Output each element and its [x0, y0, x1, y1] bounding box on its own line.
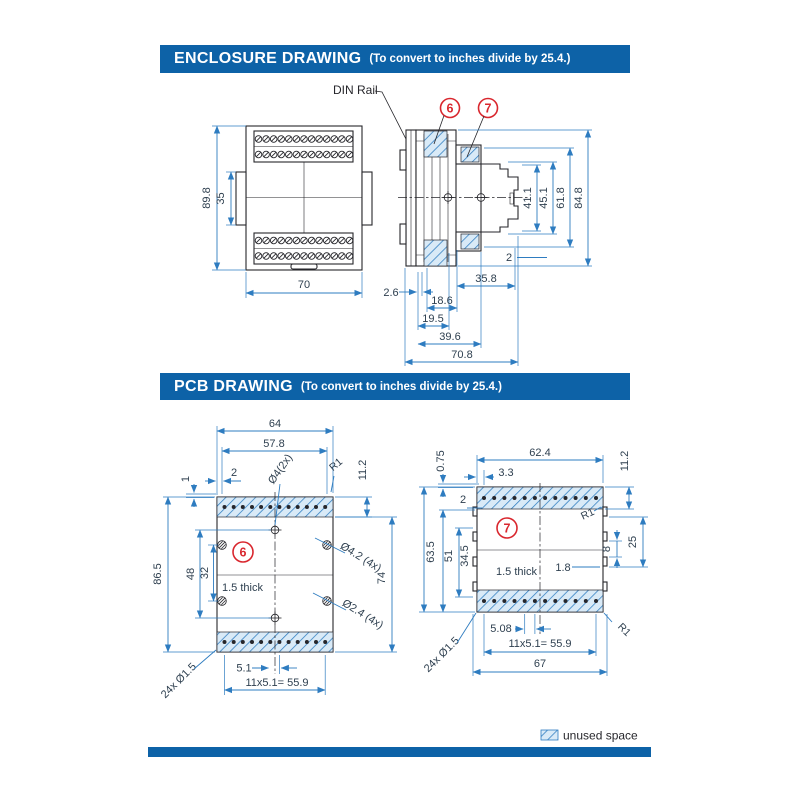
mounting-hole: [322, 596, 332, 606]
dim-b6-1: 1: [180, 476, 192, 482]
dim-side-61-8: 61.8: [555, 187, 567, 208]
dim-b7-62-4: 62.4: [529, 447, 550, 459]
din-rail-leader: [374, 90, 409, 144]
dim-b6-48: 48: [185, 568, 197, 580]
dim-side-35-8: 35.8: [475, 273, 496, 285]
dim-side-70-8: 70.8: [451, 349, 472, 361]
enclosure-title-bar: ENCLOSURE DRAWING (To convert to inches …: [160, 45, 630, 73]
dim-side-39-6: 39.6: [439, 331, 460, 343]
callout-7: 7: [485, 102, 492, 116]
board-7-callout-circle: [496, 517, 518, 539]
enclosure-title: ENCLOSURE DRAWING: [174, 50, 362, 67]
dim-b6-57-8: 57.8: [263, 438, 284, 450]
board-6-callout-circle: [232, 541, 254, 563]
dim-b6-hole24: Ø2.4 (4x): [340, 597, 385, 631]
dim-b6-r1: R1: [327, 456, 345, 474]
dim-din-slot: 35: [215, 192, 227, 204]
dim-side-18-6: 18.6: [431, 295, 452, 307]
dim-b7-2: 2: [460, 494, 466, 506]
dim-b6-hole42: Ø4.2 (4x): [338, 540, 383, 574]
dim-side-41-1: 41.1: [522, 187, 534, 208]
pcb6-section-hatch-bottom: [423, 239, 448, 267]
callout-7-circle: [477, 97, 499, 119]
pcb-title: PCB DRAWING: [174, 377, 293, 395]
legend-label: unused space: [563, 729, 638, 743]
din-flange-left: [235, 171, 247, 226]
pcb-subtitle: (To convert to inches divide by 25.4.): [300, 380, 502, 393]
dim-b7-67: 67: [534, 658, 546, 670]
footer-bar: [148, 747, 651, 757]
dim-side-2-6: 2.6: [383, 287, 398, 299]
dim-b7-r1-top: R1: [579, 506, 596, 523]
din-rail-label: DIN Rail: [333, 83, 378, 97]
pcb-title-bar: PCB DRAWING (To convert to inches divide…: [160, 373, 630, 400]
dim-b7-5-08: 5.08: [490, 623, 511, 635]
legend: unused space: [540, 729, 638, 743]
dim-b6-row-pitch: 11x5.1= 55.9: [245, 677, 308, 689]
pcb-board-6: 6 1.5 thick 64 57.8 2 1 Ø4(2x) R1 11.2 8: [152, 418, 397, 701]
dim-b7-34-5: 34.5: [459, 545, 471, 566]
board-7-thickness: 1.5 thick: [496, 566, 537, 578]
dim-b7-1-8: 1.8: [555, 562, 570, 574]
dim-b7-24-holes: 24x Ø1.5: [422, 635, 462, 675]
dim-b7-0-75: 0.75: [435, 450, 447, 471]
dim-b6-74: 74: [376, 572, 388, 584]
dim-b7-8: 8: [601, 546, 613, 552]
dim-b7-51: 51: [443, 550, 455, 562]
dim-b6-11-2: 11.2: [357, 460, 369, 481]
dim-side-19-5: 19.5: [422, 313, 443, 325]
enclosure-side-view: 6 7 41.1 45.1 61.8 84.8 2: [383, 97, 592, 366]
pcb7-section-hatch-bottom: [460, 233, 480, 250]
unused-space-swatch: [540, 729, 559, 741]
pcb-board-7: 7 1.5 thick 1.8 0.75 62.4 3.3 11.2 2 R1: [419, 447, 648, 676]
dim-b6-2: 2: [231, 467, 237, 479]
board-6-thickness: 1.5 thick: [222, 582, 263, 594]
dim-b7-63-5: 63.5: [425, 541, 437, 562]
enclosure-subtitle: (To convert to inches divide by 25.4.): [369, 53, 571, 65]
dim-b6-24-holes: 24x Ø1.5: [159, 661, 199, 701]
mounting-hole: [217, 540, 227, 550]
pcb7-section-hatch-top: [460, 146, 480, 163]
board-7-callout: 7: [504, 522, 511, 536]
din-flange-right: [361, 171, 373, 226]
mounting-hole: [322, 540, 332, 550]
dim-b7-25: 25: [627, 536, 639, 548]
dim-b6-hole4: Ø4(2x): [266, 452, 295, 486]
dim-b7-11-2: 11.2: [619, 451, 631, 472]
board-6-callout: 6: [240, 546, 247, 560]
enclosure-front-view: 89.8 35 70 DIN Rail: [201, 83, 409, 298]
callout-6: 6: [447, 102, 454, 116]
dim-side-2: 2: [506, 252, 512, 264]
dim-front-width: 70: [298, 279, 310, 291]
dim-b6-32: 32: [199, 567, 211, 579]
dim-b7-3-3: 3.3: [498, 467, 513, 479]
dim-b6-64: 64: [269, 418, 281, 430]
mounting-hole: [217, 596, 227, 606]
dim-front-height: 89.8: [201, 187, 213, 208]
dim-b7-r1-bottom: R1: [615, 621, 633, 639]
dim-b7-row-pitch: 11x5.1= 55.9: [508, 638, 571, 650]
pcb6-section-hatch-top: [423, 130, 448, 158]
callout-6-circle: [439, 97, 461, 119]
dim-b6-5-1: 5.1: [236, 663, 251, 675]
dim-side-84-8: 84.8: [573, 187, 585, 208]
dim-b6-86-5: 86.5: [152, 563, 164, 584]
dim-side-45-1: 45.1: [538, 187, 550, 208]
